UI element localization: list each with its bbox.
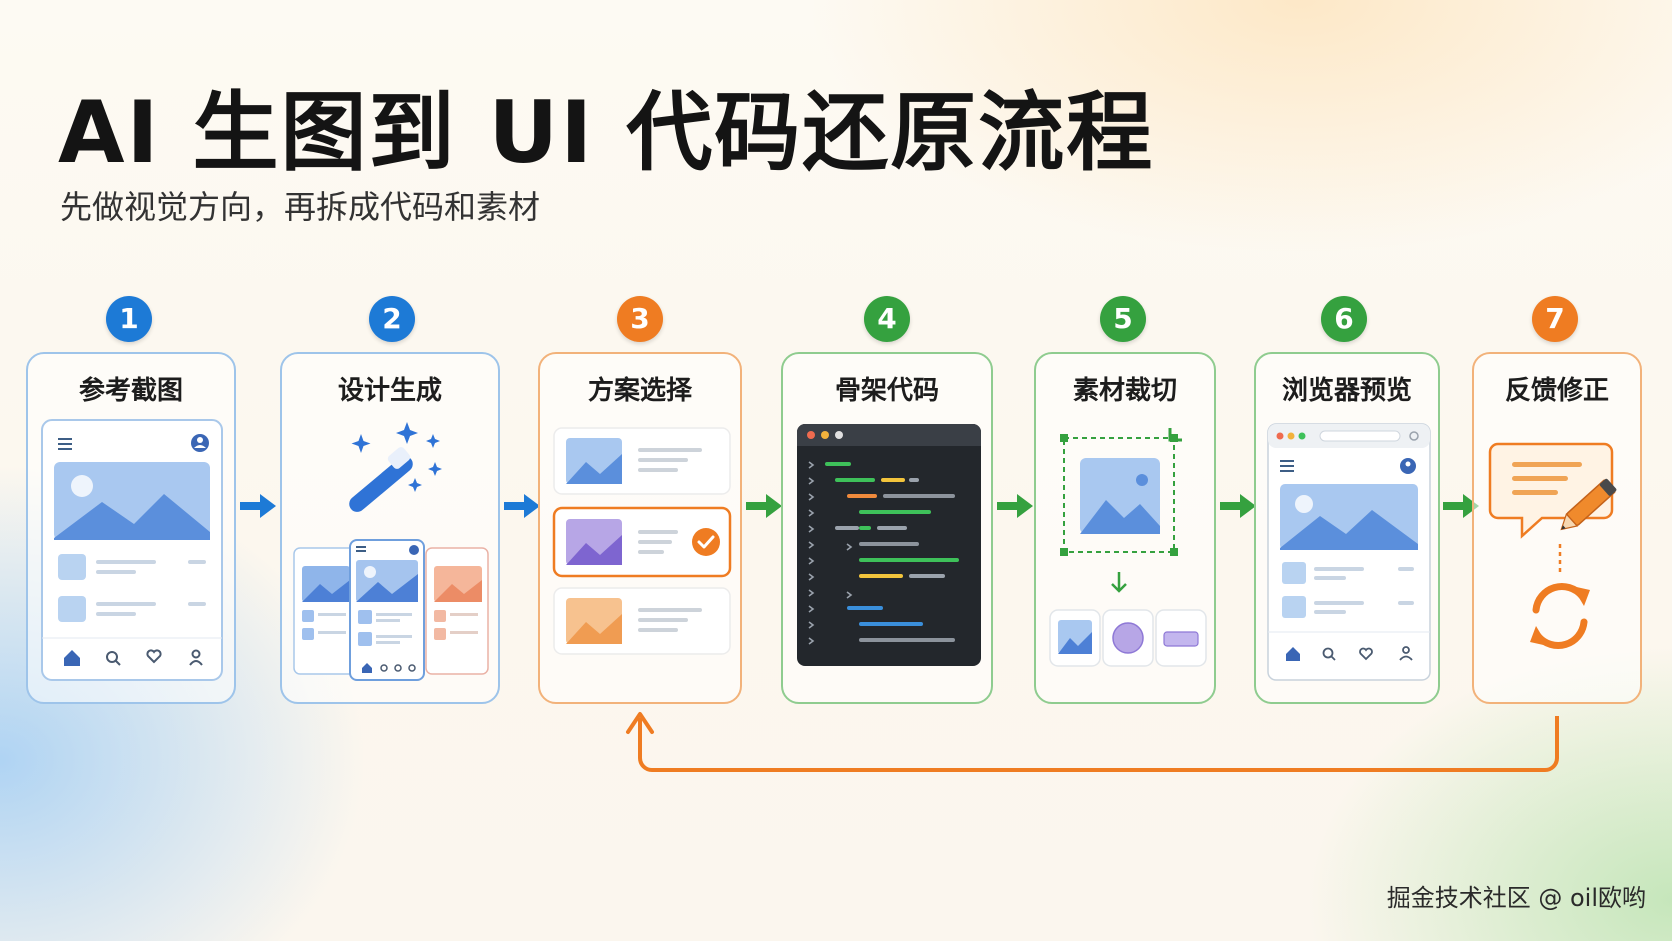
step-1-card: 参考截图 [26,352,236,704]
user-icon [1399,646,1413,661]
step-4-card: 骨架代码 [781,352,993,704]
step-2-label: 设计生成 [337,376,442,406]
step-2-number: 2 [369,296,415,342]
home-icon [1286,647,1300,661]
reference-phone-mockup [41,419,223,681]
step-6-label: 浏览器预览 [1281,376,1412,406]
step-7-label: 反馈修正 [1504,376,1609,406]
step-3-label: 方案选择 [587,376,692,406]
step-5-card: 素材裁切 [1034,352,1216,704]
search-icon [1322,647,1336,661]
arrow-1-2 [238,490,278,522]
step-3-number: 3 [617,296,663,342]
page-title: AI 生图到 UI 代码还原流程 [58,83,1155,183]
asset-crop-area [1048,414,1208,674]
design-variants [292,539,492,682]
browser-preview [1267,423,1431,681]
step-3-card: 方案选择 [538,352,742,704]
arrow-5-6 [1218,490,1258,522]
step-1-label: 参考截图 [78,376,183,406]
search-icon [106,651,121,666]
code-editor [797,424,981,666]
menu-icon [1280,460,1294,472]
arrow-2-3 [502,490,542,522]
step-4-number: 4 [864,296,910,342]
watermark: 掘金技术社区 @ oil欧哟 [1386,884,1646,912]
arrow-6-7 [1441,490,1481,522]
heart-icon [146,649,162,664]
step-4-label: 骨架代码 [834,376,939,406]
step-7-card: 反馈修正 [1472,352,1642,704]
step-6-card: 浏览器预览 [1254,352,1440,704]
user-icon [1400,458,1416,474]
pencil-icon [1560,478,1617,531]
user-icon [189,649,203,666]
step-2-card: 设计生成 [280,352,500,704]
page-subtitle: 先做视觉方向，再拆成代码和素材 [60,188,541,226]
step-5-label: 素材裁切 [1072,376,1177,406]
user-icon [191,434,209,452]
magic-wand-icon [337,416,447,516]
step-6-number: 6 [1321,296,1367,342]
refresh-icon [1532,583,1588,649]
step-1-number: 1 [106,296,152,342]
check-icon [692,528,720,556]
arrow-3-4 [744,490,784,522]
feedback-illustration [1488,424,1630,674]
heart-icon [1359,647,1373,661]
step-7-number: 7 [1532,296,1578,342]
arrow-4-5 [995,490,1035,522]
home-icon [64,650,80,666]
menu-icon [58,438,72,450]
step-5-number: 5 [1100,296,1146,342]
option-list [552,426,732,656]
